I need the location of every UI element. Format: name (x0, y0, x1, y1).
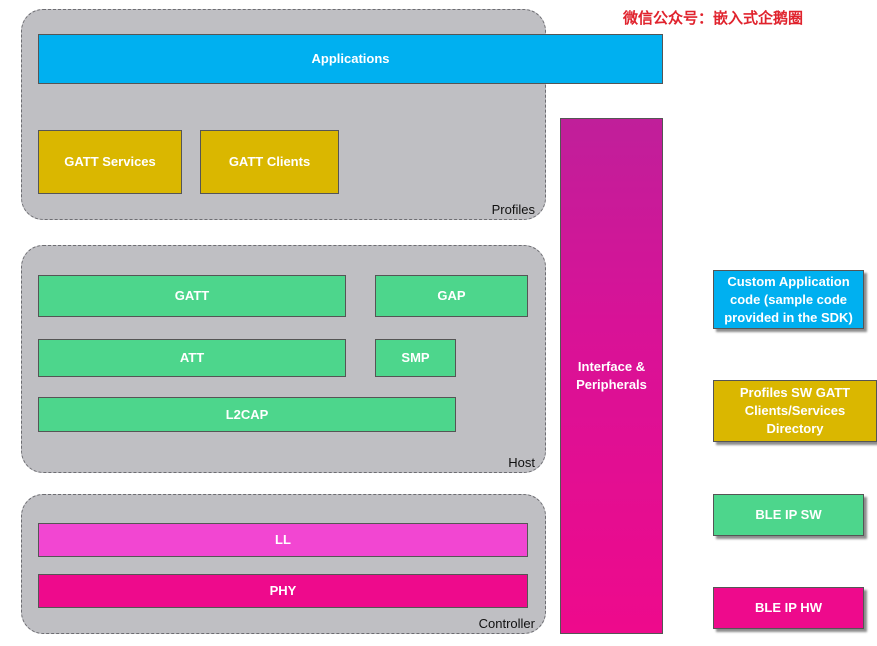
interface-peripherals-label: Interface & Peripherals (576, 359, 647, 392)
legend-custom-app: Custom Application code (sample code pro… (713, 270, 864, 329)
legend-profiles-sw: Profiles SW GATT Clients/Services Direct… (713, 380, 877, 442)
legend-profiles-sw-label: Profiles SW GATT Clients/Services Direct… (739, 385, 851, 436)
smp-block: SMP (375, 339, 456, 377)
applications-block: Applications (38, 34, 663, 84)
legend-custom-app-label: Custom Application code (sample code pro… (724, 273, 853, 325)
gatt-services-block: GATT Services (38, 130, 182, 194)
host-label: Host (508, 455, 535, 470)
interface-peripherals-block: Interface & Peripherals (560, 118, 663, 634)
legend-ble-ip-sw: BLE IP SW (713, 494, 864, 536)
att-block: ATT (38, 339, 346, 377)
ll-block: LL (38, 523, 528, 557)
gap-block: GAP (375, 275, 528, 317)
l2cap-block: L2CAP (38, 397, 456, 432)
controller-panel: Controller (21, 494, 546, 634)
profiles-label: Profiles (491, 202, 535, 217)
legend-ble-ip-hw: BLE IP HW (713, 587, 864, 629)
gatt-clients-block: GATT Clients (200, 130, 339, 194)
phy-block: PHY (38, 574, 528, 608)
wechat-watermark: 微信公众号：嵌入式企鹅圈 (623, 10, 804, 27)
controller-label: Controller (478, 616, 535, 631)
gatt-block: GATT (38, 275, 346, 317)
